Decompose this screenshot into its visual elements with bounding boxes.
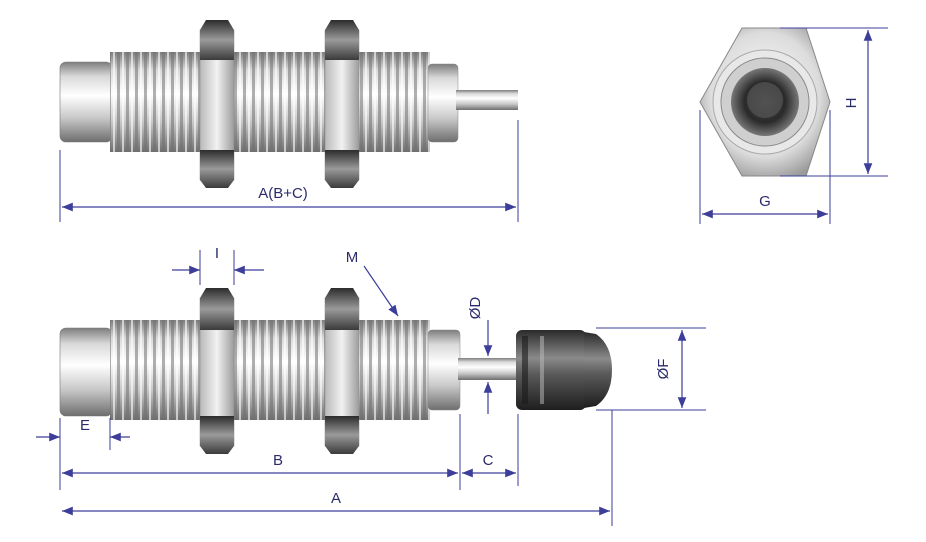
stroke-dimension: C [462, 414, 519, 486]
top-collar [427, 63, 459, 143]
bottom-piston-rod [458, 358, 520, 380]
top-piston-rod [456, 90, 518, 110]
hex-width-dimension: G [699, 110, 831, 224]
bottom-body-end [59, 327, 113, 417]
label-hex-width: G [759, 193, 771, 210]
hex-height-dimension: H [780, 27, 888, 177]
label-body-len: B [273, 452, 283, 469]
bottom-absorber [59, 288, 612, 454]
top-overall-dimension: A(B+C) [59, 120, 519, 222]
bottom-collar [427, 329, 461, 411]
hex-end-view [699, 27, 831, 177]
top-body-end [59, 61, 113, 143]
top-absorber [59, 20, 518, 188]
cap-diameter-dimension: ØF [596, 327, 706, 411]
label-end-len: E [80, 417, 90, 434]
label-overall-top: A(B+C) [258, 185, 308, 202]
end-length-dimension: E [36, 417, 130, 490]
body-length-dimension: B [62, 414, 461, 490]
label-cap-dia: ØF [655, 359, 672, 380]
rod-diameter-dimension: ØD [467, 297, 493, 414]
thread-leader: M [346, 249, 399, 317]
bottom-nut-right [324, 288, 360, 454]
top-nut-right [324, 20, 360, 188]
bottom-rod-cap [516, 330, 612, 410]
bottom-nut-left [199, 288, 235, 454]
label-nut-width: I [215, 245, 219, 262]
label-overall: A [331, 490, 341, 507]
label-stroke: C [483, 452, 494, 469]
top-nut-left [199, 20, 235, 188]
overall-dimension: A [62, 410, 613, 526]
label-thread: M [346, 249, 359, 266]
nut-width-dimension: I [172, 245, 264, 285]
label-rod-dia: ØD [467, 297, 484, 320]
label-hex-height: H [843, 98, 860, 109]
